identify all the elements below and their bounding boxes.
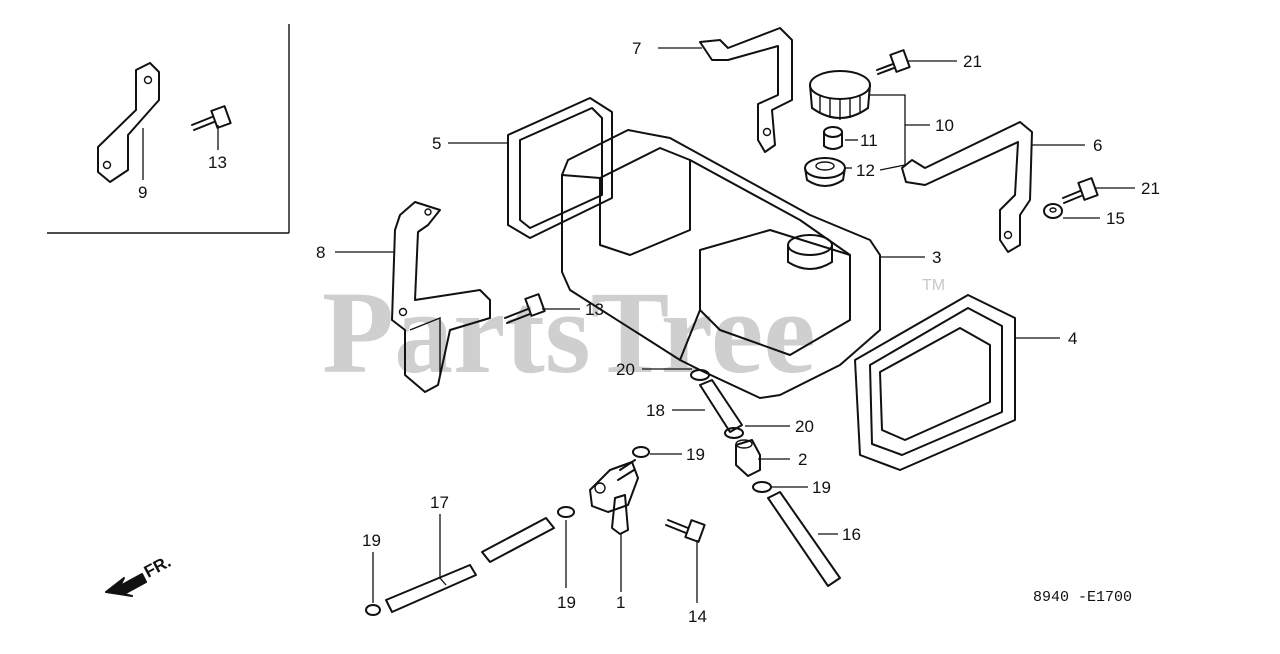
callout-17: 17 [430, 493, 449, 512]
part-19-hose-clip-right [752, 481, 772, 493]
callout-19-cock: 19 [686, 445, 705, 464]
part-3-fuel-tank [561, 129, 881, 399]
callout-19-end: 19 [362, 531, 381, 550]
part-20-hose-clip-upper [690, 369, 710, 381]
callout-21-upper: 21 [963, 52, 982, 71]
leader-lines [142, 47, 1135, 603]
callout-18: 18 [646, 401, 665, 420]
drawing-code: 8940 -E1700 [1033, 589, 1132, 606]
part-20-hose-clip-lower [724, 427, 744, 439]
part-17-fuel-hose [385, 517, 555, 613]
front-direction-arrow [105, 573, 147, 597]
inset-frame [47, 24, 290, 234]
part-21-bolt-lower [1062, 177, 1099, 204]
callout-2: 2 [798, 450, 807, 469]
part-13-inset-bolt [191, 105, 232, 131]
part-14-bolt [665, 519, 706, 543]
part-19-hose-clip-left [557, 506, 575, 518]
callout-15: 15 [1106, 209, 1125, 228]
part-13-bolt [504, 293, 546, 324]
part-1-fuel-cock [589, 459, 639, 535]
callout-labels: 1 2 3 4 5 6 7 8 9 10 11 12 13 13 14 15 1… [138, 39, 1160, 626]
callout-4: 4 [1068, 329, 1077, 348]
part-15-washer [1043, 203, 1063, 219]
part-12-gasket [804, 157, 846, 187]
part-5-rubber-cushion-back [507, 97, 613, 239]
front-direction-label: FR. [141, 552, 174, 582]
callout-5: 5 [432, 134, 441, 153]
callout-6: 6 [1093, 136, 1102, 155]
callout-11: 11 [860, 131, 878, 150]
part-8-tank-bracket [391, 201, 491, 393]
callout-19-left: 19 [557, 593, 576, 612]
callout-20-lower: 20 [795, 417, 814, 436]
watermark-trademark: TM [922, 277, 945, 294]
part-9-inset-bracket [97, 62, 160, 183]
callout-13: 13 [585, 300, 604, 319]
part-16-fuel-hose [767, 491, 841, 587]
part-10-fuel-cap [809, 70, 871, 120]
callout-14: 14 [688, 607, 707, 626]
part-19-hose-clip-end [365, 604, 381, 616]
callout-20-upper: 20 [616, 360, 635, 379]
callout-21-lower: 21 [1141, 179, 1160, 198]
callout-10: 10 [935, 116, 954, 135]
callout-13-inset: 13 [208, 153, 227, 172]
part-6-tank-band [901, 121, 1033, 253]
callout-1: 1 [616, 593, 625, 612]
part-11-filter [823, 126, 843, 150]
callout-16: 16 [842, 525, 861, 544]
part-2-fuel-filter [735, 439, 761, 477]
callout-7: 7 [632, 39, 641, 58]
callout-9: 9 [138, 183, 147, 202]
callout-19-right: 19 [812, 478, 831, 497]
part-19-hose-clip-cock [632, 446, 650, 458]
callout-8: 8 [316, 243, 325, 262]
part-4-rubber-cushion-front [854, 294, 1016, 471]
part-18-fuel-hose [699, 379, 743, 433]
part-21-bolt-upper [876, 49, 911, 75]
callout-12: 12 [856, 161, 875, 180]
part-7-tank-band [699, 27, 793, 153]
callout-3: 3 [932, 248, 941, 267]
